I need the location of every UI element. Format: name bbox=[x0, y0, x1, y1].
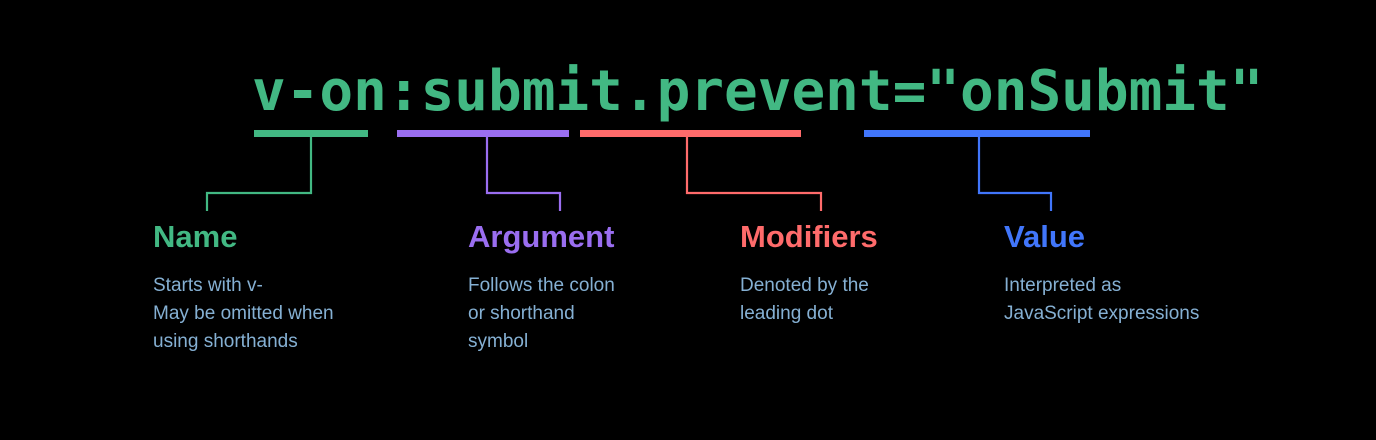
connector-name bbox=[205, 130, 368, 211]
segment-heading-modifiers: Modifiers bbox=[740, 219, 878, 254]
leader-line-value bbox=[977, 137, 1053, 211]
segment-description-argument: Follows the colon or shorthand symbol bbox=[468, 275, 615, 352]
connector-argument bbox=[397, 130, 569, 211]
segment-description-name: Starts with v- May be omitted when using… bbox=[153, 275, 334, 352]
leader-line-name bbox=[205, 137, 313, 211]
leader-line-modifiers bbox=[685, 137, 823, 211]
underline-bar-argument bbox=[397, 130, 569, 137]
leader-line-argument bbox=[485, 137, 562, 211]
underline-bar-modifiers bbox=[580, 130, 801, 137]
connector-modifiers bbox=[580, 130, 823, 211]
segment-description-modifiers: Denoted by the leading dot bbox=[740, 275, 869, 324]
code-expression: v-on:submit.prevent="onSubmit" bbox=[252, 59, 1264, 124]
segment-description-value: Interpreted as JavaScript expressions bbox=[1004, 275, 1200, 324]
segment-column-argument: Argument Follows the colon or shorthand … bbox=[468, 218, 718, 356]
underline-bar-value bbox=[864, 130, 1090, 137]
segment-column-modifiers: Modifiers Denoted by the leading dot bbox=[740, 218, 980, 328]
segment-heading-name: Name bbox=[153, 219, 238, 254]
connector-value bbox=[864, 130, 1090, 211]
segment-column-value: Value Interpreted as JavaScript expressi… bbox=[1004, 218, 1304, 328]
segment-heading-value: Value bbox=[1004, 219, 1085, 254]
underline-bar-name bbox=[254, 130, 368, 137]
segment-column-name: Name Starts with v- May be omitted when … bbox=[153, 218, 443, 356]
segment-heading-argument: Argument bbox=[468, 219, 615, 254]
